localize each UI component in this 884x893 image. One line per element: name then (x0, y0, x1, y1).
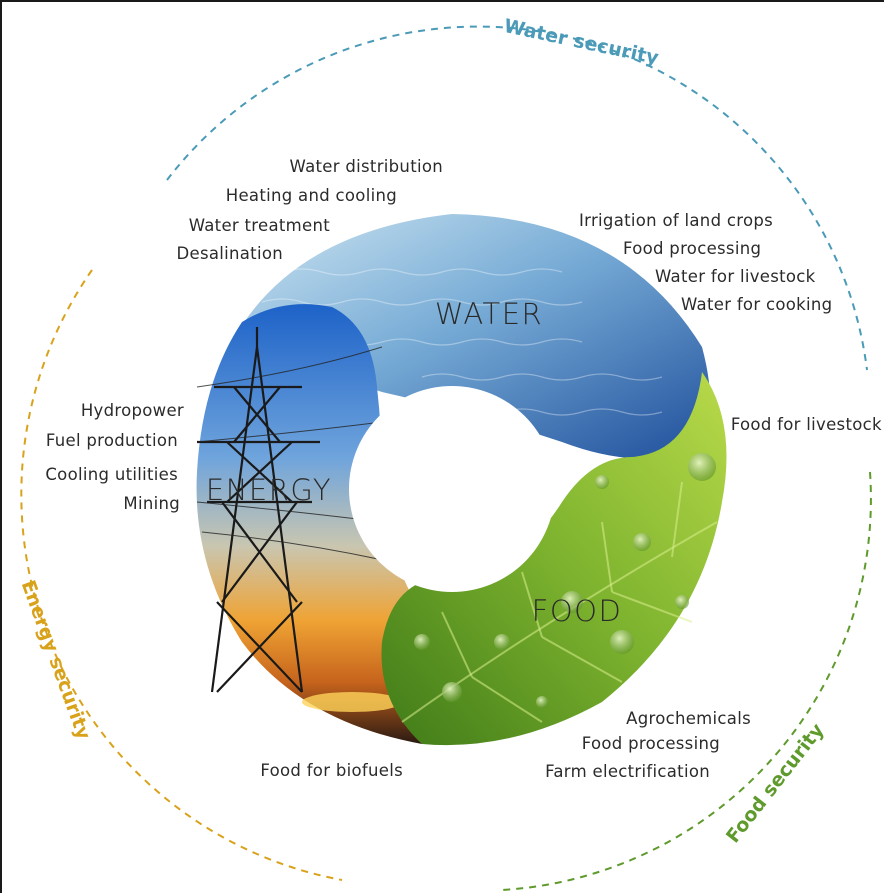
leaf-veins (401, 481, 718, 723)
water-security-arc (166, 25, 868, 371)
link-food-livestock: Food for livestock (731, 415, 882, 434)
link-desalination: Desalination (176, 244, 283, 263)
link-fuel-production: Fuel production (46, 431, 178, 450)
link-cooling-utilities: Cooling utilities (45, 465, 178, 484)
link-heating-cooling: Heating and cooling (226, 186, 397, 205)
water-security-label: Water security (502, 15, 661, 69)
core-label-energy: ENERGY (206, 473, 332, 507)
link-agrochemicals: Agrochemicals (626, 709, 751, 728)
link-irrigation: Irrigation of land crops (579, 211, 773, 230)
core-label-food: FOOD (532, 594, 623, 628)
link-water-treatment: Water treatment (189, 216, 331, 235)
power-lines (196, 346, 393, 563)
power-pylon-icon (197, 327, 320, 693)
link-mining: Mining (123, 494, 180, 513)
food-security-label: Food security (722, 719, 829, 847)
water-droplets (414, 453, 716, 708)
link-water-livestock: Water for livestock (655, 267, 816, 286)
energy-segment (196, 304, 422, 744)
food-security-arc (501, 471, 872, 891)
food-segment (381, 372, 727, 746)
link-hydropower: Hydropower (81, 401, 184, 420)
link-food-biofuels: Food for biofuels (260, 761, 403, 780)
link-food-processing-water: Food processing (623, 239, 761, 258)
nexus-ring (196, 214, 727, 746)
link-food-processing-energy: Food processing (582, 734, 720, 753)
energy-security-arc (20, 269, 343, 881)
sunset-glow (302, 692, 402, 712)
link-water-distribution: Water distribution (290, 157, 443, 176)
energy-security-label: Energy security (17, 577, 95, 743)
link-water-cooking: Water for cooking (681, 295, 832, 314)
core-label-water: WATER (435, 297, 543, 331)
water-segment (232, 214, 710, 459)
link-farm-electrification: Farm electrification (545, 762, 710, 781)
